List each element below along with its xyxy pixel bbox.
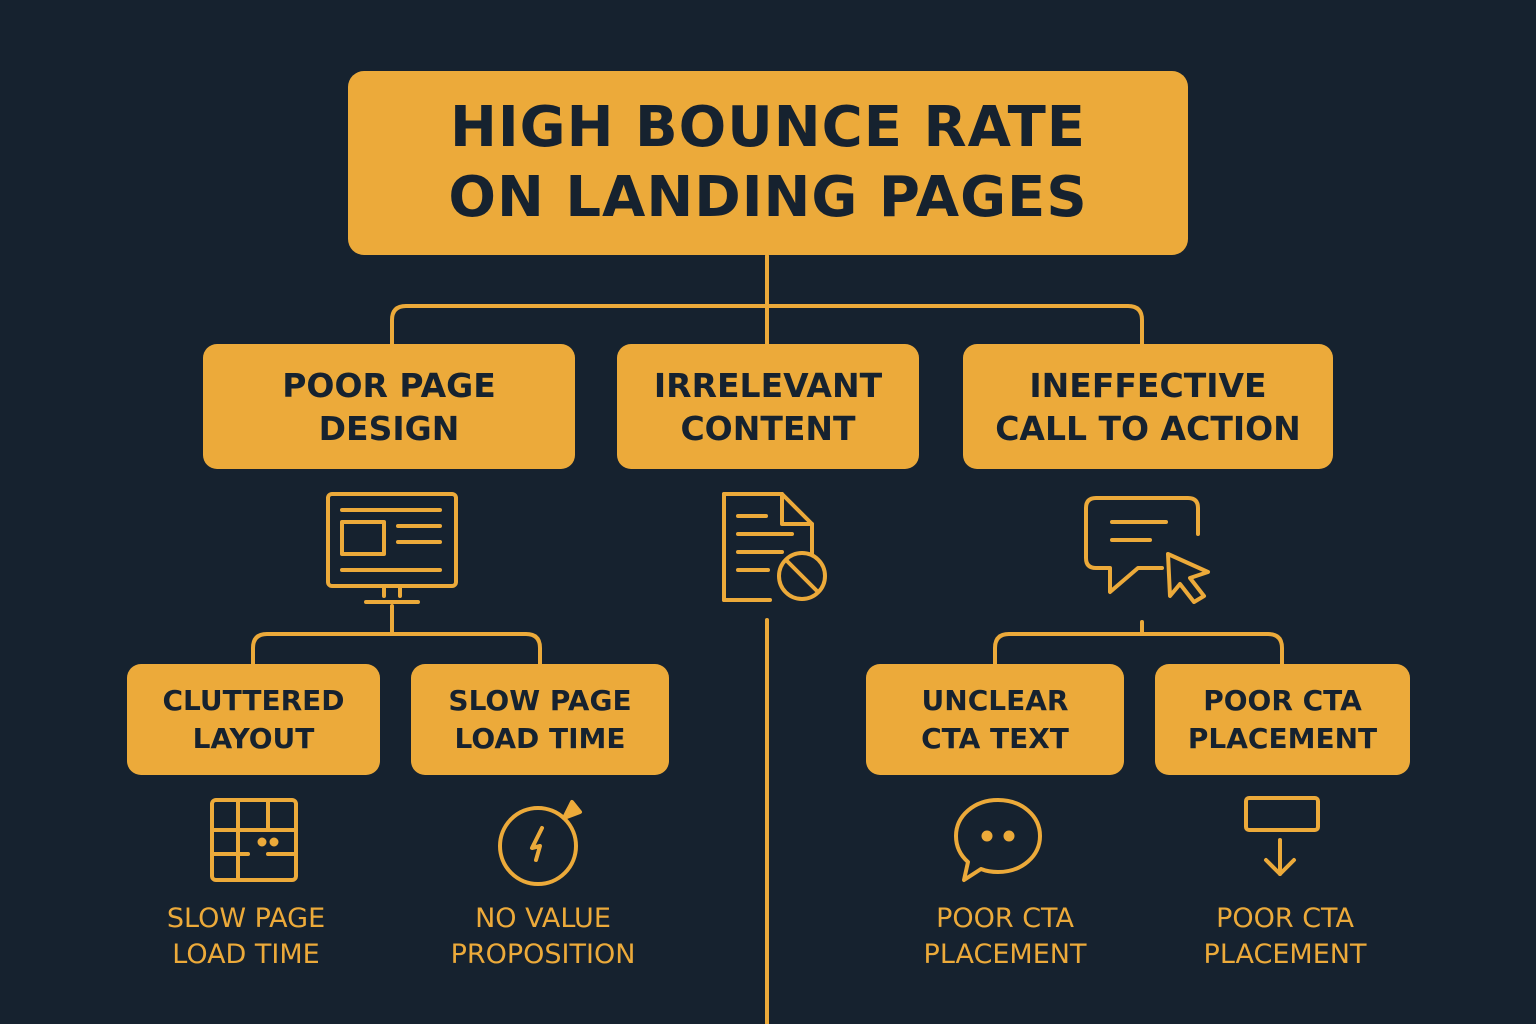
subcause-cluttered-layout: CLUTTERED LAYOUT — [127, 664, 380, 775]
design-bus — [251, 632, 542, 666]
monitor-icon — [326, 492, 458, 604]
arrow-down-box-icon — [1244, 796, 1320, 876]
cause-ineffective-cta: INEFFECTIVE CALL TO ACTION — [963, 344, 1333, 469]
cta-bus — [993, 632, 1284, 666]
level1-bus — [390, 304, 1144, 346]
caption-placement: POOR CTA PLACEMENT — [1203, 903, 1367, 970]
caption-slow-load: NO VALUE PROPOSITION — [450, 903, 636, 970]
subcause-poor-cta-placement: POOR CTA PLACEMENT — [1155, 664, 1410, 775]
subcause-slow-page-load: SLOW PAGE LOAD TIME — [411, 664, 669, 775]
timer-icon — [498, 800, 582, 886]
document-blocked-icon — [722, 492, 827, 602]
cause-poor-page-design: POOR PAGE DESIGN — [203, 344, 575, 469]
subcause-unclear-cta-text: UNCLEAR CTA TEXT — [866, 664, 1124, 775]
cause-irrelevant-content: IRRELEVANT CONTENT — [617, 344, 919, 469]
grid-layout-icon — [210, 798, 298, 882]
chat-bubble-icon — [954, 798, 1042, 882]
caption-unclear-text: POOR CTA PLACEMENT — [923, 903, 1087, 970]
root-problem: HIGH BOUNCE RATE ON LANDING PAGES — [348, 71, 1188, 255]
message-cursor-icon — [1084, 496, 1210, 604]
caption-cluttered: SLOW PAGE LOAD TIME — [166, 903, 326, 970]
